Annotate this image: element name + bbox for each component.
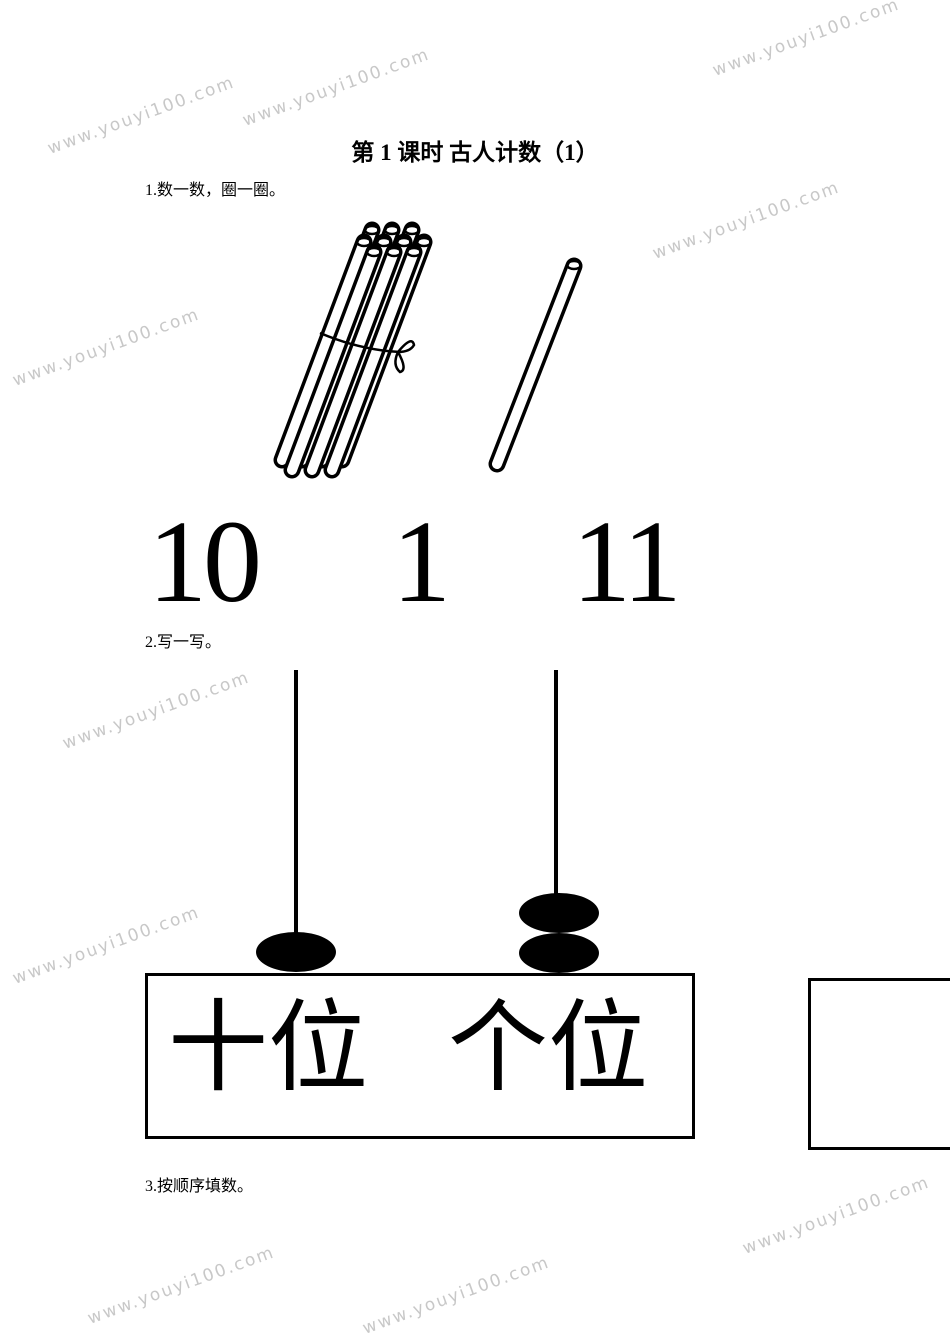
question-3-label: 3.按顺序填数。 bbox=[145, 1178, 254, 1195]
count-single: 1 bbox=[392, 496, 451, 627]
string-tie bbox=[319, 331, 401, 354]
sticks-illustration bbox=[273, 221, 583, 479]
watermark: www.youyi100.com bbox=[740, 1172, 933, 1259]
question-2-label: 2.写一写。 bbox=[145, 634, 222, 651]
tens-label: 十位 bbox=[168, 989, 368, 1106]
stick-bundle bbox=[273, 221, 433, 479]
count-bundle: 10 bbox=[148, 496, 262, 627]
page-title: 第 1 课时 古人计数（1） bbox=[351, 140, 599, 165]
answer-box[interactable] bbox=[808, 978, 950, 1150]
place-value-box: 十位 个位 bbox=[145, 973, 695, 1139]
tens-bead bbox=[256, 932, 336, 972]
watermark: www.youyi100.com bbox=[360, 1252, 553, 1339]
question-1-label: 1.数一数，圈一圈。 bbox=[145, 182, 286, 199]
ones-label: 个位 bbox=[448, 989, 648, 1106]
ones-bead bbox=[519, 893, 599, 933]
abacus bbox=[256, 670, 599, 973]
ones-bead bbox=[519, 933, 599, 973]
string-bow bbox=[394, 340, 416, 374]
count-total: 11 bbox=[572, 496, 682, 627]
watermark: www.youyi100.com bbox=[85, 1242, 278, 1329]
single-stick bbox=[488, 257, 583, 473]
